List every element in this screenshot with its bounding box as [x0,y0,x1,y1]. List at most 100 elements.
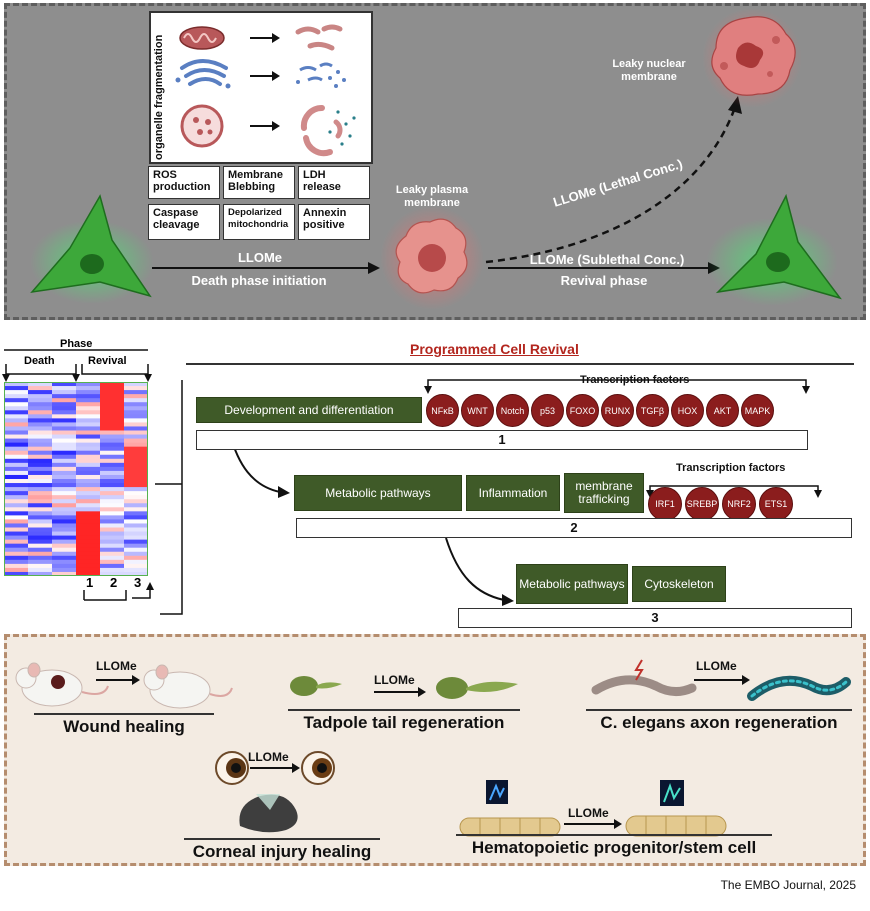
heatmap-cell [124,410,148,415]
tadpole-label: Tadpole tail regeneration [288,709,520,733]
heatmap-cell [124,551,148,557]
llome-elegans: LLOMe [696,659,737,673]
heatmap-cell [52,386,76,391]
arrow-icon [564,819,622,829]
heatmap-cell [124,434,148,440]
heatmap-cell [52,474,76,480]
tf-foxo: FOXO [566,394,599,427]
heatmap-cell [76,390,100,395]
heatmap-cell [4,434,28,440]
heatmap-cell [4,563,28,569]
heatmap-cell [76,567,100,573]
heatmap-cell [28,450,52,456]
heatmap-cell [124,535,148,541]
heatmap-cell [100,535,124,541]
heatmap-cell [4,527,28,533]
cell-fate-schematic [30,8,842,310]
heatmap-cell [28,499,52,504]
metabolic-box-2: Metabolic pathways [294,475,462,511]
leaky-nucleus-icon [702,8,802,108]
marker-line: production [153,181,211,193]
heatmap-cell [4,495,28,500]
heatmap-cell [76,483,100,488]
heatmap-cell [4,535,28,541]
heatmap-cell [124,446,148,452]
heatmap-cell [28,386,52,391]
heatmap-cell [4,499,28,504]
regenerated-tadpole-icon [436,677,518,699]
heatmap-cell [124,503,148,508]
heatmap-cell [100,543,124,549]
heatmap-cell [52,426,76,431]
dying-cell-icon [380,206,484,310]
heatmap-cell [124,511,148,516]
heatmap-cell [100,563,124,569]
heatmap-cell [124,559,148,565]
heatmap-cell [52,547,76,553]
heatmap-cell [76,499,100,504]
mouse-head-icon [239,794,298,833]
heatmap-cell [76,422,100,427]
heatmap-cell [100,547,124,553]
heatmap-cell [28,531,52,537]
heatmap-cell [100,555,124,561]
heatmap-cell [124,386,148,391]
heatmap-cell [100,474,124,480]
heatmap-cell [52,418,76,423]
heatmap-cell [52,438,76,444]
fragmented-mitochondria-icon [295,24,343,51]
heatmap-cell [124,507,148,512]
heatmap-cell [52,462,76,468]
cluster-1-label: 1 [86,575,94,590]
heatmap-cell [28,446,52,452]
heatmap-cell [100,511,124,516]
heatmap-cell [4,454,28,460]
heatmap-cell [28,483,52,488]
heatmap-cell [52,398,76,403]
inflammation-box: Inflammation [466,475,560,511]
heatmap-cell [28,382,52,387]
heatmap-cell [100,414,124,419]
heatmap-cell [4,390,28,395]
heatmap-cell [52,511,76,516]
heatmap-cell [76,495,100,500]
heatmap-cell [4,394,28,399]
heatmap-cell [28,442,52,448]
heatmap-cell [100,430,124,436]
heatmap-cell [124,426,148,431]
tf-nrf2: NRF2 [722,487,756,521]
marker-line: Caspase [153,207,199,219]
heatmap-cell [4,466,28,472]
heatmap-cell [4,503,28,508]
heatmap-cell [100,462,124,468]
heatmap-cell [100,386,124,391]
heatmap-cell [100,450,124,456]
heatmap-cell [100,390,124,395]
heatmap-cell [124,402,148,407]
heatmap-cell [28,402,52,407]
heatmap-cell [124,454,148,460]
heatmap-cell [52,430,76,436]
hsc-label: Hematopoietic progenitor/stem cell [456,834,772,858]
heatmap-cell [124,547,148,553]
heatmap-cell [124,418,148,423]
injured-eye-icon [215,751,249,785]
organelle-fragmentation-label: organelle fragmentation [153,34,165,160]
llome-label: LLOMe [237,250,283,265]
tf-row-2: IRF1 SREBP NRF2 ETS1 [648,487,793,521]
heatmap-cell [124,531,148,537]
heatmap-cell [52,402,76,407]
heatmap-cell [4,458,28,464]
label-line: Leaky nuclear [612,58,686,70]
heatmap-cell [28,563,52,569]
heatmap-cell [124,519,148,524]
elegans-label: C. elegans axon regeneration [586,709,852,733]
heatmap-cell [100,531,124,537]
heatmap-cell [100,458,124,464]
heatmap-cell [28,571,52,576]
heatmap-cell [28,547,52,553]
heatmap-cell [76,507,100,512]
